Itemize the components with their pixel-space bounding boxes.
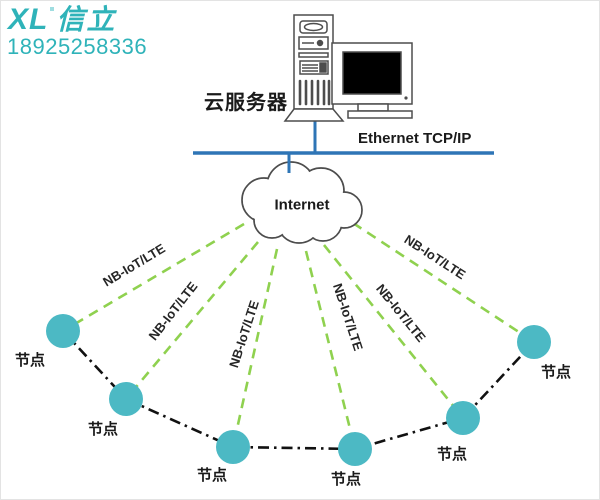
nbiot-link-line — [125, 241, 259, 400]
nbiot-link-line — [322, 244, 465, 419]
nbiot-link-line — [62, 222, 245, 333]
node-circle — [338, 432, 372, 466]
node-circle — [46, 314, 80, 348]
cloud-server-label: 云服务器 — [204, 92, 288, 114]
nbiot-links — [62, 221, 535, 450]
node-label-4: 节点 — [331, 471, 362, 488]
nbiot-link-line — [352, 221, 535, 344]
sensor-nodes — [46, 314, 551, 466]
node-label-2: 节点 — [88, 421, 119, 438]
ethernet-tcpip-label: Ethernet TCP/IP — [358, 130, 472, 147]
nbiot-link-line — [304, 250, 357, 450]
node-label-5: 节点 — [437, 446, 468, 463]
internet-cloud-label: Internet — [274, 196, 330, 214]
logo-latin-text: XL — [8, 3, 49, 36]
node-label-6: 节点 — [541, 364, 572, 381]
node-label-3: 节点 — [197, 467, 228, 484]
ethernet-bus — [193, 119, 494, 173]
node-circle — [517, 325, 551, 359]
server-tower-icon — [283, 14, 345, 122]
phone-number: 18925258336 — [7, 34, 148, 59]
internet-cloud-icon — [241, 161, 363, 244]
trademark-dot-icon — [50, 7, 55, 11]
monitor-icon — [331, 42, 413, 119]
node-circle — [216, 430, 250, 464]
node-circle — [446, 401, 480, 435]
logo-chinese-text: 信立 — [56, 4, 117, 35]
node-circle — [109, 382, 143, 416]
node-label-1: 节点 — [15, 352, 46, 369]
